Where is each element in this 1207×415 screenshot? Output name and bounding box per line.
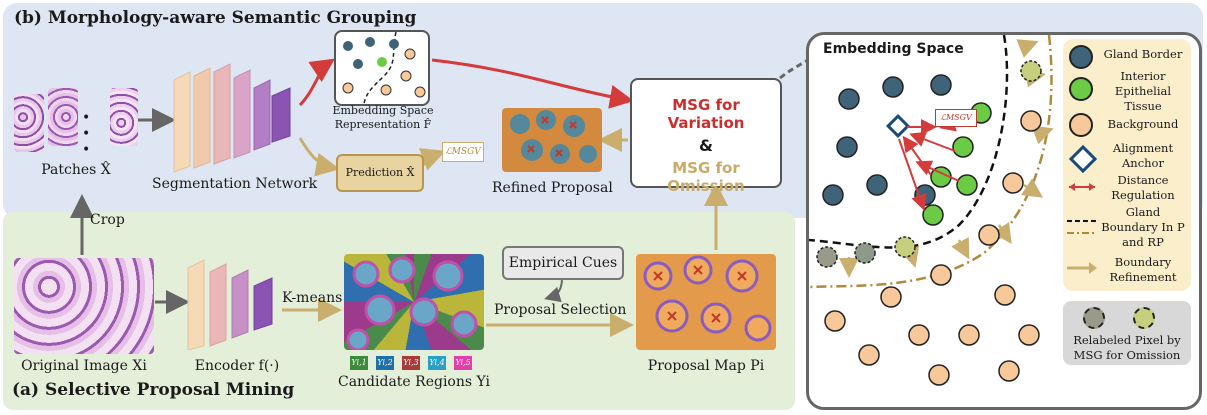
relabeled-dot-icon [1133, 307, 1155, 329]
embedding-space-panel: Embedding Space [806, 32, 1202, 410]
segnet-label: Segmentation Network [152, 176, 318, 192]
embedding-space-diagram [809, 35, 1054, 386]
original-image [14, 258, 154, 354]
gland-border-dot-icon [1069, 45, 1093, 69]
msg-omission-text: MSG for Omission [667, 159, 745, 195]
patch-image [48, 88, 78, 146]
encoder-label: Encoder f(·) [194, 358, 280, 374]
legend-label: Background [1107, 117, 1179, 131]
legend-label: Interior Epithelial Tissue [1114, 69, 1172, 113]
panel-b-title: (b) Morphology-aware Semantic Grouping [14, 8, 417, 28]
refined-proposal-image [502, 108, 602, 172]
patches-label: Patches X̂ [41, 162, 111, 178]
embedding-panel-title: Embedding Space [823, 41, 964, 57]
legend-box: Gland Border Interior Epithelial Tissue … [1063, 39, 1191, 291]
background-dot-icon [1069, 113, 1093, 137]
candidate-tag: Yi,1 [350, 356, 368, 370]
proposal-map-label: Proposal Map Pi [647, 358, 765, 374]
legend-label: Alignment Anchor [1112, 141, 1174, 170]
proposal-map-image [636, 254, 776, 350]
relabeled-label: Relabeled Pixel by MSG for Omission [1073, 333, 1181, 362]
embedding-scatter [342, 31, 426, 105]
candidate-tag: Yi,4 [428, 356, 446, 370]
relabeled-legend-box: Relabeled Pixel by MSG for Omission [1063, 301, 1191, 365]
embedding-label-line2: Representation F̂ [334, 118, 432, 131]
msg-box: MSG for Variation & MSG for Omission [630, 78, 782, 195]
boundary-lines-icon [1067, 220, 1097, 234]
refine-arrow-icon [1067, 262, 1097, 274]
candidate-tag: Yi,3 [402, 356, 420, 370]
legend-label: Distance Regulation [1111, 173, 1175, 202]
candidate-tag: Yi,5 [454, 356, 472, 370]
legend-label: Gland Border [1103, 47, 1183, 61]
crop-label: Crop [90, 212, 125, 228]
candidate-tag: Yi,2 [376, 356, 394, 370]
relabeled-dot-icon [1083, 307, 1105, 329]
kmeans-label: K-means [282, 290, 343, 306]
anchor-diamond-icon [1068, 144, 1098, 174]
legend-label: Gland Boundary In P and RP [1101, 205, 1185, 249]
empirical-cues-box: Empirical Cues [502, 246, 624, 280]
candidate-regions-image [344, 254, 484, 350]
ellipsis: • • • [82, 110, 91, 158]
embedding-representation-box [334, 30, 430, 106]
prediction-box: Prediction X̂ [336, 154, 424, 192]
embedding-label-line1: Embedding Space [332, 104, 434, 117]
distance-arrow-icon [1069, 183, 1095, 191]
patch-image [110, 88, 138, 146]
original-image-label: Original Image Xi [21, 358, 147, 374]
legend-label: Boundary Refinement [1109, 255, 1177, 284]
segmentation-network-icon [173, 63, 291, 173]
encoder-icon [187, 259, 273, 350]
patch-image [14, 94, 44, 152]
refined-proposal-label: Refined Proposal [492, 180, 613, 196]
interior-dot-icon [1069, 77, 1093, 101]
msg-ampersand: & [699, 136, 713, 155]
candidate-regions-label: Candidate Regions Yi [337, 374, 490, 390]
loss-box-small: ℒMSGV [442, 142, 484, 162]
panel-a-title: (a) Selective Proposal Mining [12, 380, 295, 400]
proposal-selection-label: Proposal Selection [494, 302, 627, 318]
msg-variation-text: MSG for Variation [667, 96, 745, 132]
loss-box-embedding: ℒMSGV [935, 109, 977, 127]
